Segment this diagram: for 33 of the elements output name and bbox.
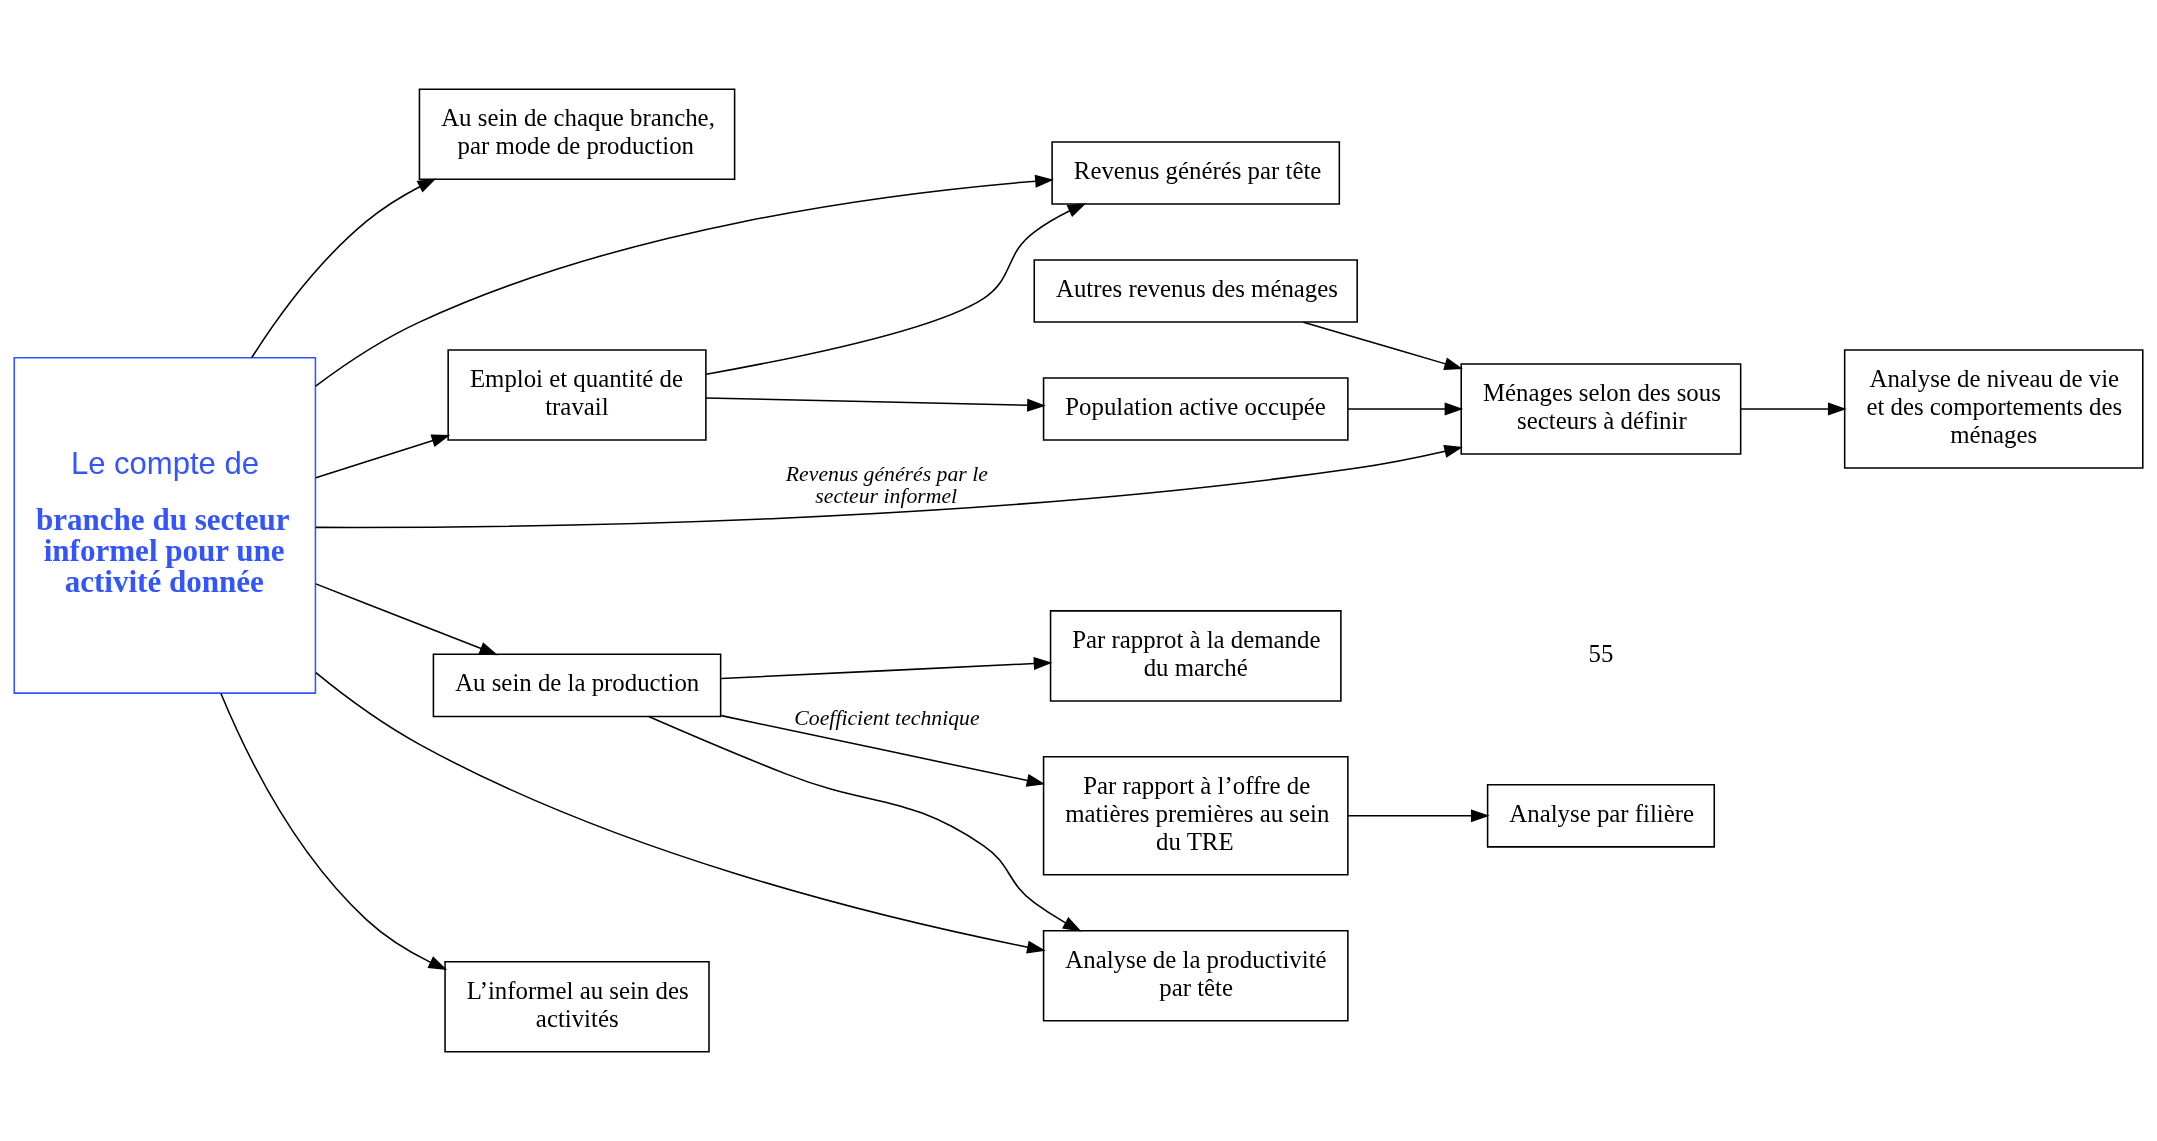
arrow xyxy=(647,715,1082,932)
node-box: Le compte de branche du secteur informel pour une activité donnée xyxy=(13,357,317,694)
node-box: L’informel au sein des activités xyxy=(444,960,710,1053)
arrow xyxy=(315,671,1046,954)
node-box: Au sein de chaque branche, par mode de production xyxy=(418,88,736,181)
arrow xyxy=(1347,402,1464,416)
edge-label: Coefficient technique xyxy=(794,705,980,730)
node-box: Par rapprot à la demande du marché xyxy=(1049,610,1342,702)
node-box: Revenus générés par tête xyxy=(1051,141,1341,205)
arrow xyxy=(220,692,448,971)
node-box: Analyse de la productivité par tête xyxy=(1042,929,1349,1022)
arrow xyxy=(1302,321,1463,371)
node-box: Autres revenus des ménages xyxy=(1033,259,1358,323)
arrow xyxy=(720,657,1053,680)
edge-label: Revenus générés par le secteur informel xyxy=(785,461,988,508)
node-box: Au sein de la production xyxy=(432,653,722,718)
arrow xyxy=(315,444,1463,529)
node-box: Ménages selon des sous secteurs à définir xyxy=(1460,363,1742,455)
node-box: Par rapport à l’offre de matières premières au sein du TRE xyxy=(1042,756,1349,876)
arrow xyxy=(315,583,499,656)
node-box: Emploi et quantité de travail xyxy=(447,349,707,441)
arrow xyxy=(720,714,1046,787)
arrow xyxy=(705,397,1046,412)
arrow xyxy=(250,178,437,359)
arrow xyxy=(315,434,451,479)
node-box: Analyse de niveau de vie et des comportements des ménages xyxy=(1843,349,2144,469)
node-box: Population active occupée xyxy=(1042,377,1349,441)
arrow xyxy=(314,174,1054,387)
arrow xyxy=(1347,809,1490,823)
arrow xyxy=(1740,402,1847,416)
label: 55 xyxy=(1588,639,1614,667)
node-box: Analyse par filière xyxy=(1486,783,1716,848)
arrow xyxy=(705,203,1087,376)
